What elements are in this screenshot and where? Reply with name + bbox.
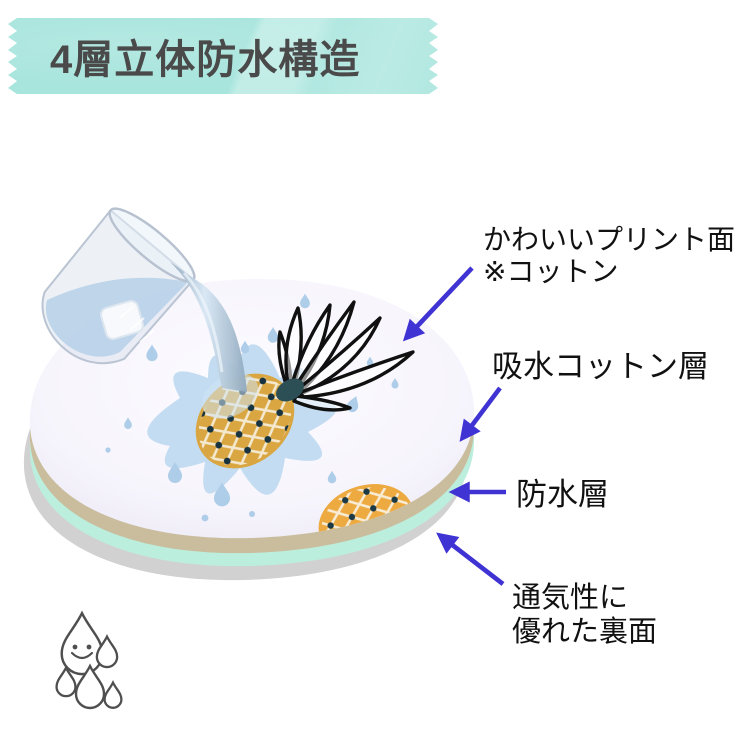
water-beaker-icon bbox=[41, 207, 196, 365]
ice-cube bbox=[99, 300, 145, 340]
label-print-layer-line2: ※コットン bbox=[483, 256, 619, 288]
label-absorbent-layer: 吸水コットン層 bbox=[492, 349, 709, 385]
water-stream bbox=[170, 262, 247, 392]
label-back-layer-line2: 優れた裏面 bbox=[512, 615, 658, 648]
label-absorbent-layer-line1: 吸水コットン層 bbox=[492, 349, 709, 384]
pineapple-leaves bbox=[277, 300, 415, 412]
arrow-print-layer bbox=[402, 266, 474, 342]
water-droplets-icon bbox=[55, 611, 123, 710]
splash-droplets bbox=[105, 293, 399, 522]
pineapple-leaf-base bbox=[276, 378, 304, 402]
label-print-layer: かわいいプリント面 ※コットン bbox=[483, 224, 735, 289]
title-tape-banner: 4層立体防水構造 bbox=[8, 18, 438, 94]
arrow-absorbent-layer bbox=[459, 386, 502, 442]
label-back-layer: 通気性に 優れた裏面 bbox=[512, 582, 657, 649]
fabric-print-group bbox=[105, 293, 415, 539]
page-title: 4層立体防水構造 bbox=[50, 38, 361, 82]
arrow-back-layer bbox=[436, 532, 505, 586]
water-stream-highlight bbox=[182, 271, 224, 373]
label-print-layer-line1: かわいいプリント面 bbox=[483, 224, 736, 255]
beaker-graduations bbox=[119, 305, 155, 343]
label-waterproof-layer: 防水層 bbox=[516, 477, 609, 513]
label-waterproof-layer-line1: 防水層 bbox=[516, 477, 609, 512]
label-back-layer-line1: 通気性に bbox=[512, 582, 629, 614]
droplet-smiley-face bbox=[70, 644, 94, 660]
annotation-arrows bbox=[402, 266, 506, 586]
